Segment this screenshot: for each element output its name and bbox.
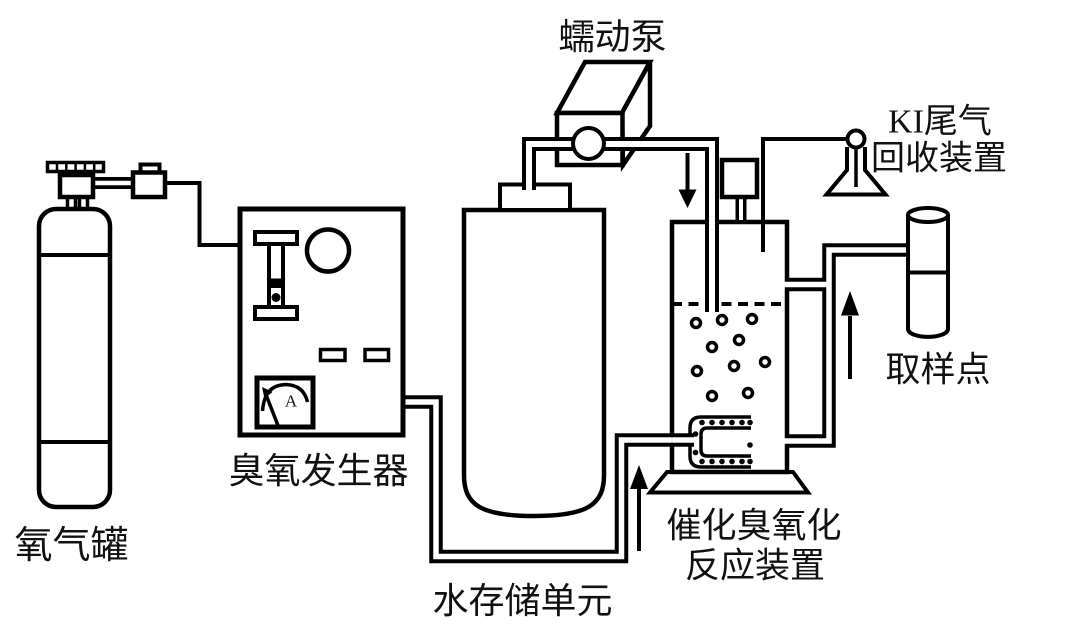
pump-rotor (571, 126, 606, 161)
ammeter-unit-label: A (285, 392, 298, 411)
sampling-cylinder (906, 206, 950, 339)
ki-trap-label-line2: 回收装置 (871, 140, 1007, 178)
water-vessel-body (461, 207, 607, 519)
flow-meter-bottom-bar (253, 305, 299, 321)
ozone-generator: A (237, 206, 406, 438)
peristaltic-pump-label: 蠕动泵 (558, 17, 666, 57)
pipe-reactor-lower-white (784, 247, 910, 444)
catalyst-diffuser-inner (699, 426, 751, 458)
valve-body (57, 172, 96, 200)
up-arrow-left-icon (630, 465, 648, 489)
flow-arrows (630, 153, 859, 551)
power-knob[interactable] (304, 227, 352, 274)
down-arrow-icon (678, 189, 697, 208)
cylinder-body (906, 215, 950, 339)
pressure-regulator (130, 162, 239, 247)
ki-trap-label-line1: KI尾气 (888, 103, 992, 141)
switch-button-2[interactable] (363, 347, 391, 363)
reactor-label-line1: 催化臭氧化 (666, 507, 841, 546)
switch-button-1[interactable] (318, 347, 347, 363)
tank-body (36, 206, 113, 510)
gas-line-to-ki (761, 137, 849, 252)
diffuser-dots (692, 419, 753, 465)
ammeter: A (254, 375, 316, 430)
oxygen-tank (36, 160, 137, 510)
reactor-body (669, 219, 790, 475)
water-storage-vessel (461, 182, 607, 519)
regulator-body (130, 170, 168, 200)
flow-meter (253, 230, 299, 321)
tank-section-lines (41, 253, 108, 444)
oxygen-tank-label: 氧气罐 (14, 525, 128, 567)
ki-flask (822, 128, 890, 197)
reactor-base (645, 470, 812, 495)
flow-meter-band (269, 278, 283, 288)
ammeter-needle-head (262, 387, 273, 399)
up-arrow-right-icon (841, 291, 859, 316)
reactor-label-line2: 反应装置 (685, 547, 825, 586)
water-storage-label: 水存储单元 (432, 581, 612, 621)
pipe-ozone-feed-white (400, 399, 696, 560)
handwheel-segments (55, 162, 96, 172)
flow-meter-float (271, 293, 281, 302)
bubbles (689, 312, 772, 403)
ozone-generator-label: 臭氧发生器 (228, 451, 408, 491)
pipe-pump-white (526, 141, 715, 314)
flow-meter-top-bar (253, 230, 299, 246)
cylinder-mouth (906, 206, 950, 224)
stirrer-motor (719, 157, 760, 200)
reactor-vessel (645, 219, 812, 495)
ammeter-needle (264, 395, 280, 427)
pipes (400, 137, 910, 564)
flask-inlet-bulb (845, 128, 867, 150)
sampling-point-label: 取样点 (885, 351, 990, 390)
regulator-to-generator-line (164, 181, 239, 247)
